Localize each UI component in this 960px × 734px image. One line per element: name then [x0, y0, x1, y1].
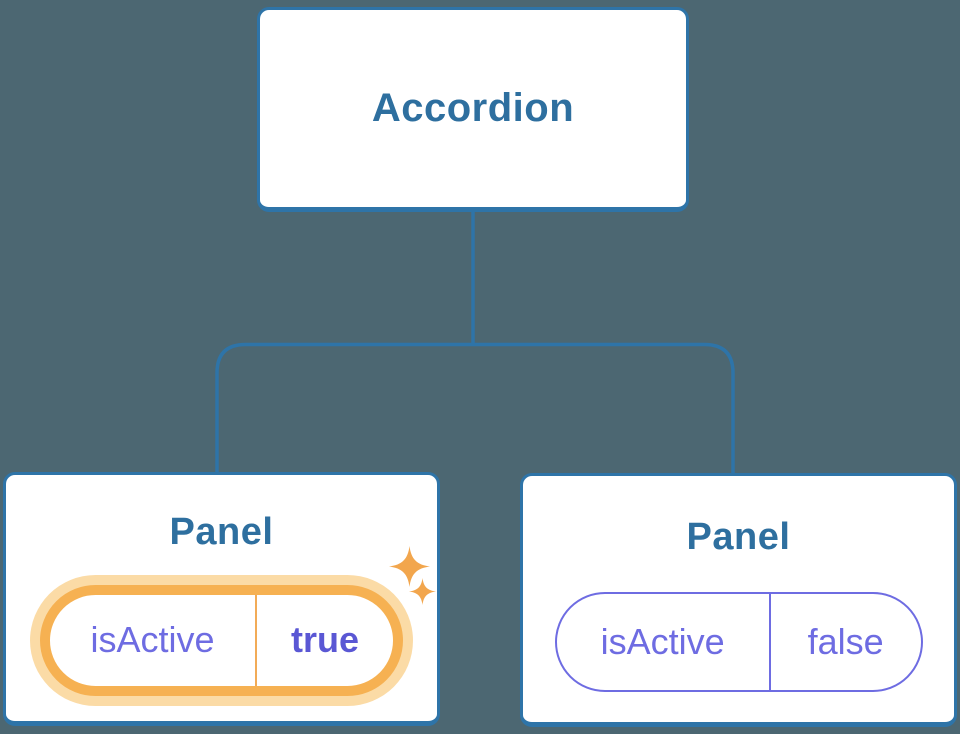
state-prop-value: true: [291, 619, 360, 661]
state-pill-inactive: isActive false: [554, 591, 923, 692]
sparkle-icon: [389, 546, 430, 587]
state-prop-name: isActive: [50, 594, 258, 686]
sparkle-icon: [409, 578, 436, 605]
node-panel-inactive-label: Panel: [686, 516, 791, 558]
state-prop-name: isActive: [557, 593, 771, 690]
node-panel-active: Panel isActive true: [3, 472, 440, 726]
node-panel-inactive: Panel isActive false: [520, 473, 957, 727]
node-accordion-label: Accordion: [371, 86, 575, 130]
node-accordion: Accordion: [257, 7, 689, 212]
node-panel-active-label: Panel: [169, 511, 274, 553]
branch-connector-line: [215, 342, 735, 474]
state-pill-active: isActive true: [40, 584, 403, 696]
state-prop-value: false: [807, 620, 884, 662]
